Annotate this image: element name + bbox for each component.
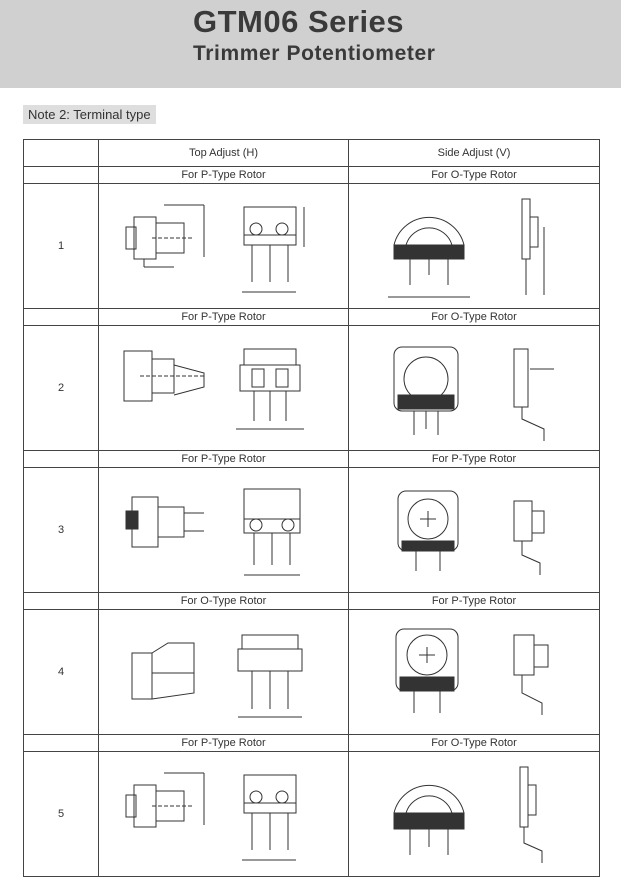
front-view-drawing xyxy=(393,784,465,855)
column-header-row: Top Adjust (H) Side Adjust (V) xyxy=(23,139,600,167)
row-3-drawing-row: 3 xyxy=(23,467,600,593)
row-4-side-adjust-drawing xyxy=(348,609,600,735)
row-2-drawing-row: 2 xyxy=(23,325,600,451)
front-view-drawing xyxy=(388,216,470,298)
column-header-top-adjust: Top Adjust (H) xyxy=(98,139,349,167)
column-header-blank xyxy=(23,139,99,167)
row-4-left-label: For O-Type Rotor xyxy=(98,592,349,610)
row-3-right-label: For P-Type Rotor xyxy=(348,450,600,468)
row-2-top-adjust-drawing xyxy=(98,325,349,451)
front-view-drawing xyxy=(395,628,459,713)
row-5-number: 5 xyxy=(23,751,99,877)
note-label: Note 2: Terminal type xyxy=(23,105,156,124)
row-5-top-adjust-drawing xyxy=(98,751,349,877)
row-4-top-adjust-drawing xyxy=(98,609,349,735)
side-view-drawing xyxy=(519,766,543,863)
side-view-drawing xyxy=(521,198,545,295)
side-view-drawing xyxy=(513,348,554,441)
row-3-side-adjust-drawing xyxy=(348,467,600,593)
side-view-drawing xyxy=(125,204,204,268)
side-view-drawing xyxy=(513,500,545,575)
header-banner: GTM06 Series Trimmer Potentiometer xyxy=(0,0,621,88)
row-1-left-label: For P-Type Rotor xyxy=(98,166,349,184)
front-view-drawing xyxy=(241,206,304,293)
row-2-label-row: For P-Type Rotor For O-Type Rotor xyxy=(23,308,600,326)
side-view-drawing xyxy=(125,496,204,548)
row-2-right-label: For O-Type Rotor xyxy=(348,308,600,326)
side-view-drawing xyxy=(123,350,204,402)
row-1-number: 1 xyxy=(23,183,99,309)
row-5-side-adjust-drawing xyxy=(348,751,600,877)
page-subtitle: Trimmer Potentiometer xyxy=(193,42,436,65)
front-view-drawing xyxy=(393,346,459,435)
row-1-top-adjust-drawing xyxy=(98,183,349,309)
front-view-drawing xyxy=(397,490,459,571)
row-2-side-adjust-drawing xyxy=(348,325,600,451)
row-1-drawing-row: 1 xyxy=(23,183,600,309)
row-5-left-label: For P-Type Rotor xyxy=(98,734,349,752)
row-1-right-label: For O-Type Rotor xyxy=(348,166,600,184)
row-2-number: 2 xyxy=(23,325,99,451)
row-4-number: 4 xyxy=(23,609,99,735)
front-view-drawing xyxy=(237,634,302,718)
row-3-label-row: For P-Type Rotor For P-Type Rotor xyxy=(23,450,600,468)
row-4-right-label: For P-Type Rotor xyxy=(348,592,600,610)
front-view-drawing xyxy=(241,774,296,861)
row-1-side-adjust-drawing xyxy=(348,183,600,309)
row-3-left-label: For P-Type Rotor xyxy=(98,450,349,468)
row-3-top-adjust-drawing xyxy=(98,467,349,593)
page-title: GTM06 Series xyxy=(193,4,405,39)
row-5-right-label: For O-Type Rotor xyxy=(348,734,600,752)
row-5-drawing-row: 5 xyxy=(23,751,600,877)
terminal-type-table: Top Adjust (H) Side Adjust (V) For P-Typ… xyxy=(23,139,600,877)
row-3-number: 3 xyxy=(23,467,99,593)
side-view-drawing xyxy=(131,642,194,700)
row-5-label-row: For P-Type Rotor For O-Type Rotor xyxy=(23,734,600,752)
row-4-label-row: For O-Type Rotor For P-Type Rotor xyxy=(23,592,600,610)
side-view-drawing xyxy=(513,634,549,715)
side-view-drawing xyxy=(125,772,204,828)
row-1-label-row: For P-Type Rotor For O-Type Rotor xyxy=(23,166,600,184)
front-view-drawing xyxy=(243,488,300,576)
column-header-side-adjust: Side Adjust (V) xyxy=(348,139,600,167)
row-4-drawing-row: 4 xyxy=(23,609,600,735)
row-2-left-label: For P-Type Rotor xyxy=(98,308,349,326)
front-view-drawing xyxy=(235,348,304,430)
